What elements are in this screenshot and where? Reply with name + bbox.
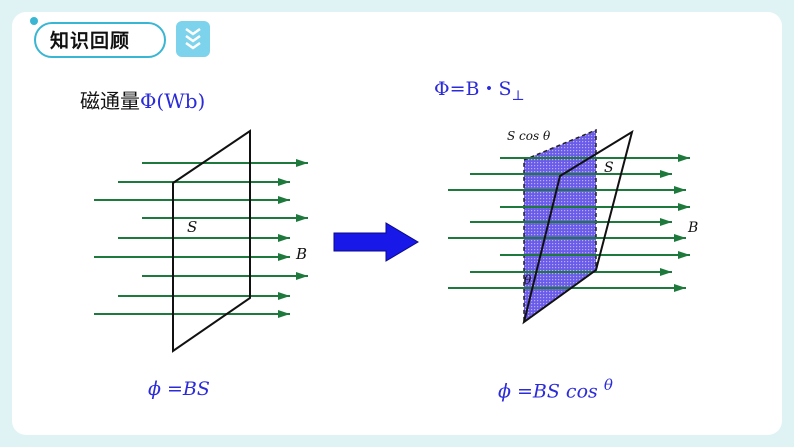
chevron-down-icon[interactable] [176, 21, 210, 57]
slide-card [12, 12, 782, 435]
left-surface [172, 129, 251, 353]
flux-label: 磁通量Φ(Wb) [80, 85, 205, 114]
right-field-lines [448, 154, 690, 292]
left-field-label: B [295, 245, 307, 263]
right-field-label: B [687, 220, 698, 236]
arrow-right-icon [333, 222, 419, 262]
angle-label: θ [524, 273, 532, 287]
right-caption-theta: θ [603, 376, 613, 394]
title-pill [34, 22, 166, 58]
formula-sub: ⊥ [511, 88, 525, 104]
projection-label: S cos θ [507, 129, 551, 143]
title-dot [30, 17, 38, 25]
right-area-label: S [604, 160, 614, 176]
flux-label-text: 磁通量 [80, 89, 140, 113]
right-caption: ϕ =BS cos θ [498, 376, 613, 402]
page-title: 知识回顾 [50, 30, 131, 52]
formula-main: Φ=B・S [434, 78, 512, 100]
right-caption-main: ϕ =BS cos [498, 380, 604, 403]
tilted-surface [522, 129, 634, 325]
left-caption: ϕ =BS [148, 378, 210, 400]
left-field-lines [94, 159, 308, 318]
left-area-label: S [187, 218, 197, 236]
flux-unit: Φ(Wb) [140, 89, 206, 113]
formula-perpendicular: Φ=B・S⊥ [434, 74, 525, 104]
